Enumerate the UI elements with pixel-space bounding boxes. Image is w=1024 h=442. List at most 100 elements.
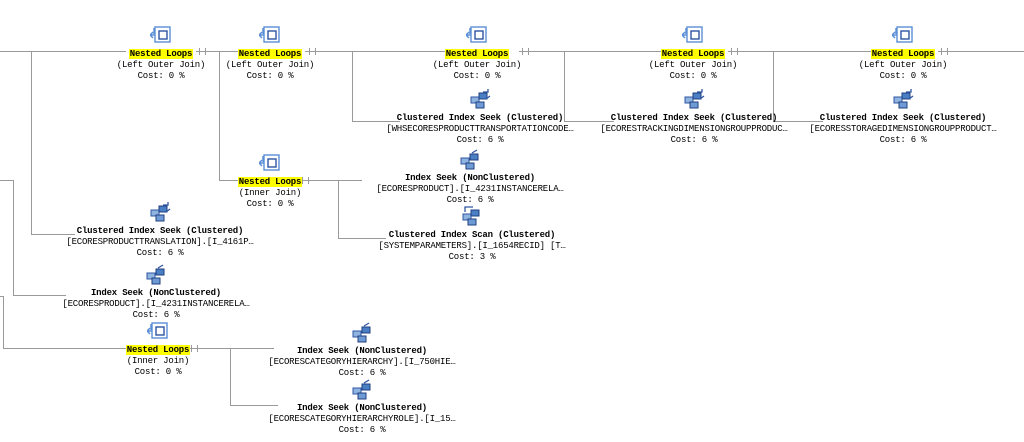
plan-node-cost: Cost: 0 % <box>669 71 717 81</box>
plan-node-title: Nested Loops <box>237 49 303 59</box>
connector-line <box>0 51 126 52</box>
plan-node-cost: Cost: 0 % <box>134 367 182 377</box>
plan-node-cost: Cost: 6 % <box>136 248 184 258</box>
plan-node-cost: Cost: 6 % <box>456 135 504 145</box>
connector-line <box>196 51 238 52</box>
connector-line <box>230 348 231 405</box>
plan-node-index-seek[interactable]: Index Seek (NonClustered) [ECORESCATEGOR… <box>262 378 462 436</box>
plan-node-cost: Cost: 6 % <box>338 368 386 378</box>
plan-node-subtitle: [ECORESPRODUCT].[I_4231INSTANCERELA… <box>62 299 250 309</box>
plan-node-title: Clustered Index Scan (Clustered) <box>388 230 556 240</box>
plan-node-title: Clustered Index Seek (Clustered) <box>610 113 778 123</box>
plan-node-cost: Cost: 6 % <box>446 195 494 205</box>
plan-node-clustered-index-seek[interactable]: Clustered Index Seek (Clustered) [ECORES… <box>60 201 260 259</box>
plan-node-cost: Cost: 0 % <box>453 71 501 81</box>
plan-node-subtitle: (Left Outer Join) <box>225 60 315 70</box>
plan-node-title: Index Seek (NonClustered) <box>296 346 428 356</box>
index-seek-icon <box>262 321 462 345</box>
connector-line <box>230 405 278 406</box>
connector-line <box>938 51 1024 52</box>
plan-node-title: Clustered Index Seek (Clustered) <box>819 113 987 123</box>
nested-loops-icon <box>628 24 758 48</box>
plan-node-title: Index Seek (NonClustered) <box>296 403 428 413</box>
plan-node-clustered-index-seek[interactable]: Clustered Index Seek (Clustered) [ECORES… <box>594 88 794 146</box>
nested-loops-icon <box>93 320 223 344</box>
plan-node-cost: Cost: 0 % <box>137 71 185 81</box>
plan-node-title: Nested Loops <box>237 177 303 187</box>
plan-node-cost: Cost: 3 % <box>448 252 496 262</box>
plan-node-subtitle: (Left Outer Join) <box>116 60 206 70</box>
plan-node-subtitle: [ECORESPRODUCT].[I_4231INSTANCERELA… <box>376 184 564 194</box>
connector-line <box>564 121 614 122</box>
plan-node-nested-loops[interactable]: Nested Loops (Inner Join) Cost: 0 % <box>93 320 223 378</box>
connector-line <box>13 295 66 296</box>
plan-node-title: Nested Loops <box>444 49 510 59</box>
connector-line <box>219 51 220 180</box>
plan-node-subtitle: [ECORESPRODUCTTRANSLATION].[I_4161P… <box>66 237 254 247</box>
plan-node-title: Nested Loops <box>660 49 726 59</box>
connector-line <box>338 180 339 238</box>
plan-node-cost: Cost: 0 % <box>246 199 294 209</box>
plan-node-cost: Cost: 6 % <box>338 425 386 435</box>
connector-arrow <box>522 48 529 55</box>
plan-node-nested-loops[interactable]: Nested Loops (Left Outer Join) Cost: 0 % <box>838 24 968 82</box>
plan-node-subtitle: (Left Outer Join) <box>858 60 948 70</box>
nested-loops-icon <box>205 152 335 176</box>
index-seek-icon <box>262 378 462 402</box>
plan-node-subtitle: [ECORESTRACKINGDIMENSIONGROUPPRODUC… <box>600 124 788 134</box>
connector-line <box>338 238 386 239</box>
clustered-index-scan-icon <box>372 205 572 229</box>
plan-node-cost: Cost: 0 % <box>879 71 927 81</box>
plan-node-title: Clustered Index Seek (Clustered) <box>76 226 244 236</box>
clustered-index-seek-icon <box>594 88 794 112</box>
connector-line <box>0 180 13 181</box>
nested-loops-icon <box>412 24 542 48</box>
plan-node-subtitle: [ECORESCATEGORYHIERARCHYROLE].[I_15… <box>268 414 456 424</box>
plan-node-nested-loops[interactable]: Nested Loops (Left Outer Join) Cost: 0 % <box>205 24 335 82</box>
plan-node-cost: Cost: 6 % <box>670 135 718 145</box>
plan-node-nested-loops[interactable]: Nested Loops (Inner Join) Cost: 0 % <box>205 152 335 210</box>
plan-node-index-seek[interactable]: Index Seek (NonClustered) [ECORESPRODUCT… <box>370 148 570 206</box>
plan-node-clustered-index-seek[interactable]: Clustered Index Seek (Clustered) [WHSECO… <box>380 88 580 146</box>
connector-arrow <box>191 345 198 352</box>
plan-node-nested-loops[interactable]: Nested Loops (Left Outer Join) Cost: 0 % <box>96 24 226 82</box>
plan-node-subtitle: (Left Outer Join) <box>648 60 738 70</box>
connector-line <box>728 51 871 52</box>
plan-node-nested-loops[interactable]: Nested Loops (Left Outer Join) Cost: 0 % <box>628 24 758 82</box>
plan-node-subtitle: (Inner Join) <box>126 356 190 366</box>
plan-node-clustered-index-scan[interactable]: Clustered Index Scan (Clustered) [SYSTEM… <box>372 205 572 263</box>
clustered-index-seek-icon <box>60 201 260 225</box>
connector-line <box>219 180 241 181</box>
plan-node-title: Nested Loops <box>870 49 936 59</box>
connector-line <box>352 121 400 122</box>
plan-node-subtitle: [WHSECORESPRODUCTTRANSPORTATIONCODE… <box>386 124 574 134</box>
plan-node-clustered-index-seek[interactable]: Clustered Index Seek (Clustered) [ECORES… <box>803 88 1003 146</box>
connector-line <box>519 51 661 52</box>
clustered-index-seek-icon <box>803 88 1003 112</box>
connector-line <box>0 296 3 297</box>
plan-node-index-seek[interactable]: Index Seek (NonClustered) [ECORESPRODUCT… <box>56 263 256 321</box>
nested-loops-icon <box>205 24 335 48</box>
plan-node-subtitle: (Inner Join) <box>238 188 302 198</box>
connector-arrow <box>731 48 738 55</box>
plan-node-subtitle: (Left Outer Join) <box>432 60 522 70</box>
connector-line <box>31 51 32 234</box>
connector-line <box>31 234 75 235</box>
plan-node-cost: Cost: 6 % <box>132 310 180 320</box>
plan-node-subtitle: [SYSTEMPARAMETERS].[I_1654RECID] [T… <box>378 241 566 251</box>
connector-arrow <box>199 48 206 55</box>
connector-line <box>305 51 452 52</box>
connector-arrow <box>302 177 309 184</box>
connector-line <box>13 180 14 295</box>
plan-node-title: Nested Loops <box>128 49 194 59</box>
connector-line <box>3 348 127 349</box>
plan-node-cost: Cost: 0 % <box>246 71 294 81</box>
plan-node-title: Index Seek (NonClustered) <box>90 288 222 298</box>
plan-node-title: Index Seek (NonClustered) <box>404 173 536 183</box>
plan-node-nested-loops[interactable]: Nested Loops (Left Outer Join) Cost: 0 % <box>412 24 542 82</box>
connector-line <box>188 348 274 349</box>
plan-node-subtitle: [ECORESSTORAGEDIMENSIONGROUPPRODUCT… <box>809 124 997 134</box>
clustered-index-seek-icon <box>380 88 580 112</box>
plan-node-index-seek[interactable]: Index Seek (NonClustered) [ECORESCATEGOR… <box>262 321 462 379</box>
